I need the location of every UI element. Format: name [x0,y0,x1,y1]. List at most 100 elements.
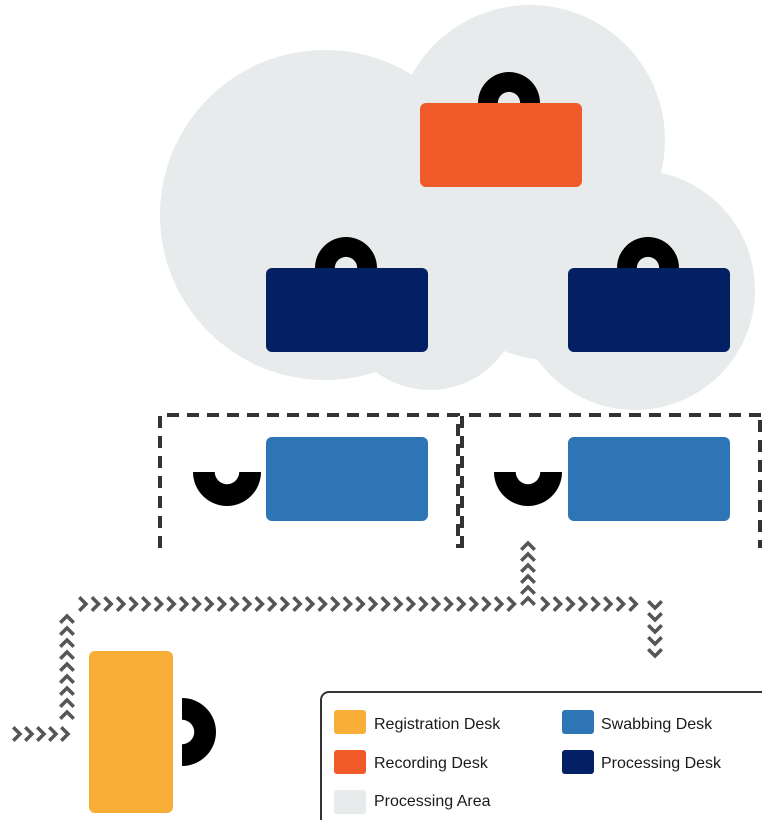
person-silhouette-icon [315,237,377,268]
chevron-arrow-icon [153,596,165,612]
people [182,72,679,766]
chevron-arrow-icon [216,596,228,612]
legend-swatch-area [334,790,366,814]
legend-label-area: Processing Area [374,793,491,810]
legend-label-swabbing: Swabbing Desk [601,716,713,733]
processing-staff-right [617,237,679,268]
chevron-arrow-icon [128,596,139,612]
chevron-arrow-icon [520,551,536,562]
swabbing-desk-left [266,437,428,521]
chevron-arrow-icon [59,697,75,708]
chevron-arrow-icon [59,709,75,720]
chevron-arrow-icon [241,596,253,612]
chevron-arrow-icon [12,726,23,742]
chevron-arrow-icon [178,596,190,612]
chevron-arrow-icon [565,596,576,612]
chevron-arrow-icon [292,596,303,612]
registration-visitor [182,698,216,766]
chevron-arrow-icon [647,636,663,647]
chevron-arrow-icon [24,726,35,742]
chevron-arrow-icon [456,596,467,612]
chevron-arrow-icon [115,596,127,612]
chevron-arrow-icon [59,673,75,684]
chevron-arrow-icon [405,596,417,612]
chevron-arrow-icon [647,612,663,623]
chevron-arrow-icon [59,637,75,648]
chevron-arrow-icon [481,596,492,612]
chevron-arrow-icon [90,596,102,612]
person-silhouette-icon [193,472,261,506]
chevron-arrow-icon [59,661,75,672]
chevron-arrow-icon [380,596,391,612]
swabbing-visitor-right [494,472,562,506]
chevron-arrow-icon [78,596,89,612]
chevron-arrow-icon [59,685,75,696]
chevron-arrow-icon [355,596,366,612]
chevron-arrow-icon [191,596,202,612]
chevron-arrow-icon [367,596,379,612]
chevron-arrow-icon [603,596,614,612]
swabbing-booth-left-border [158,413,460,548]
swabbing-visitor-left [193,472,261,506]
chevron-arrow-icon [520,540,536,551]
legend-swatch-processing [562,750,594,774]
chevron-arrow-icon [59,649,75,660]
recording-desk [420,103,582,187]
legend: Registration Desk Swabbing Desk Recordin… [320,691,762,820]
chevron-arrow-icon [279,596,291,612]
processing-staff-left [315,237,377,268]
recording-staff [478,72,540,103]
chevron-arrow-icon [48,726,59,742]
chevron-arrow-icon [418,596,429,612]
chevron-arrow-icon [330,596,341,612]
legend-label-registration: Registration Desk [374,716,501,733]
flow-arrows [12,540,663,742]
chevron-arrow-icon [141,596,152,612]
chevron-arrow-icon [540,596,551,612]
chevron-arrow-icon [506,596,517,612]
chevron-arrow-icon [577,596,589,612]
legend-box [320,691,762,820]
chevron-arrow-icon [166,596,177,612]
legend-swatch-registration [334,710,366,734]
registration-desk [89,651,173,813]
swabbing-booth-right-border [460,413,762,548]
chevron-arrow-icon [520,584,536,595]
chevron-arrow-icon [103,596,114,612]
chevron-arrow-icon [342,596,354,612]
chevron-arrow-icon [443,596,454,612]
person-silhouette-icon [494,472,562,506]
chevron-arrow-icon [520,595,536,606]
chevron-arrow-icon [628,596,639,612]
processing-desk-left [266,268,428,352]
chevron-arrow-icon [647,648,663,659]
chevron-arrow-icon [60,726,71,742]
chevron-arrow-icon [520,573,536,584]
chevron-arrow-icon [59,625,75,636]
processing-desk-right [568,268,730,352]
person-silhouette-icon [617,237,679,268]
chevron-arrow-icon [552,596,564,612]
chevron-arrow-icon [520,562,536,573]
legend-swatch-swabbing [562,710,594,734]
legend-label-recording: Recording Desk [374,755,489,772]
chevron-arrow-icon [267,596,278,612]
chevron-arrow-icon [647,624,663,635]
chevron-arrow-icon [493,596,505,612]
chevron-arrow-icon [229,596,240,612]
person-silhouette-icon [182,698,216,766]
chevron-arrow-icon [468,596,480,612]
chevron-arrow-icon [647,600,663,611]
chevron-arrow-icon [304,596,316,612]
chevron-arrow-icon [36,726,47,742]
chevron-arrow-icon [430,596,442,612]
legend-label-processing: Processing Desk [601,755,722,772]
chevron-arrow-icon [204,596,215,612]
person-silhouette-icon [478,72,540,103]
chevron-arrow-icon [590,596,601,612]
chevron-arrow-icon [317,596,328,612]
legend-swatch-recording [334,750,366,774]
chevron-arrow-icon [59,613,75,624]
chevron-arrow-icon [393,596,404,612]
